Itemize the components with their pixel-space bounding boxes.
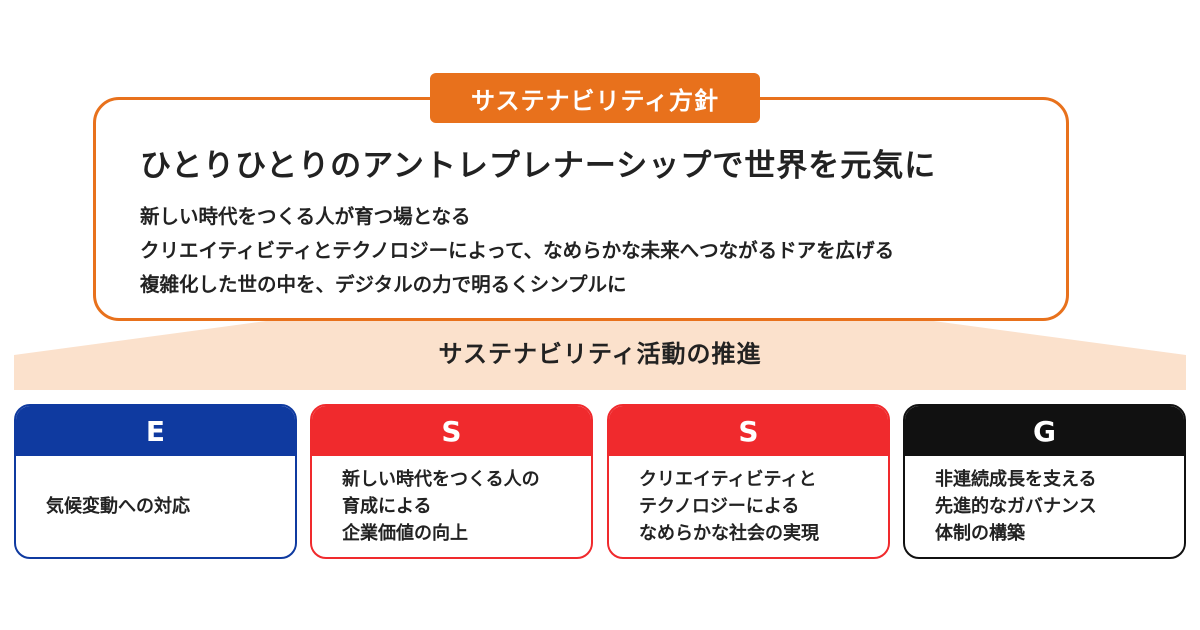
card-header-e: E	[16, 406, 295, 456]
card-social-society: S クリエイティビティと テクノロジーによる なめらかな社会の実現	[607, 404, 890, 559]
policy-line: クリエイティビティとテクノロジーによって、なめらかな未来へつながるドアを広げる	[140, 239, 895, 262]
card-text: 育成による	[342, 496, 432, 517]
card-text: 体制の構築	[935, 523, 1025, 544]
policy-line: 複雑化した世の中を、デジタルの力で明るくシンプルに	[140, 273, 627, 296]
card-body: 非連続成長を支える 先進的なガバナンス 体制の構築	[935, 456, 1174, 557]
promotion-label: サステナビリティ活動の推進	[438, 340, 762, 368]
card-header-g: G	[905, 406, 1184, 456]
card-text: 新しい時代をつくる人の	[342, 469, 540, 490]
policy-tag: サステナビリティ方針	[430, 73, 760, 123]
card-body: 新しい時代をつくる人の 育成による 企業価値の向上	[342, 456, 581, 557]
policy-box	[93, 97, 1069, 321]
card-text: なめらかな社会の実現	[639, 523, 819, 544]
card-text: クリエイティビティと	[639, 469, 817, 490]
card-text: 企業価値の向上	[342, 523, 468, 544]
card-header-s: S	[312, 406, 591, 456]
policy-lines: 新しい時代をつくる人が育つ場となる クリエイティビティとテクノロジーによって、な…	[140, 200, 894, 302]
policy-headline: ひとりひとりのアントレプレナーシップで世界を元気に	[140, 148, 937, 184]
card-text: 非連続成長を支える	[935, 469, 1097, 490]
card-governance: G 非連続成長を支える 先進的なガバナンス 体制の構築	[903, 404, 1186, 559]
card-social-people: S 新しい時代をつくる人の 育成による 企業価値の向上	[310, 404, 593, 559]
card-body: 気候変動への対応	[46, 456, 285, 557]
card-body: クリエイティビティと テクノロジーによる なめらかな社会の実現	[639, 456, 878, 557]
card-text: テクノロジーによる	[639, 496, 800, 517]
card-text: 先進的なガバナンス	[935, 496, 1097, 517]
card-header-s: S	[609, 406, 888, 456]
card-text: 気候変動への対応	[46, 496, 190, 517]
policy-line: 新しい時代をつくる人が育つ場となる	[140, 205, 471, 228]
card-environment: E 気候変動への対応	[14, 404, 297, 559]
